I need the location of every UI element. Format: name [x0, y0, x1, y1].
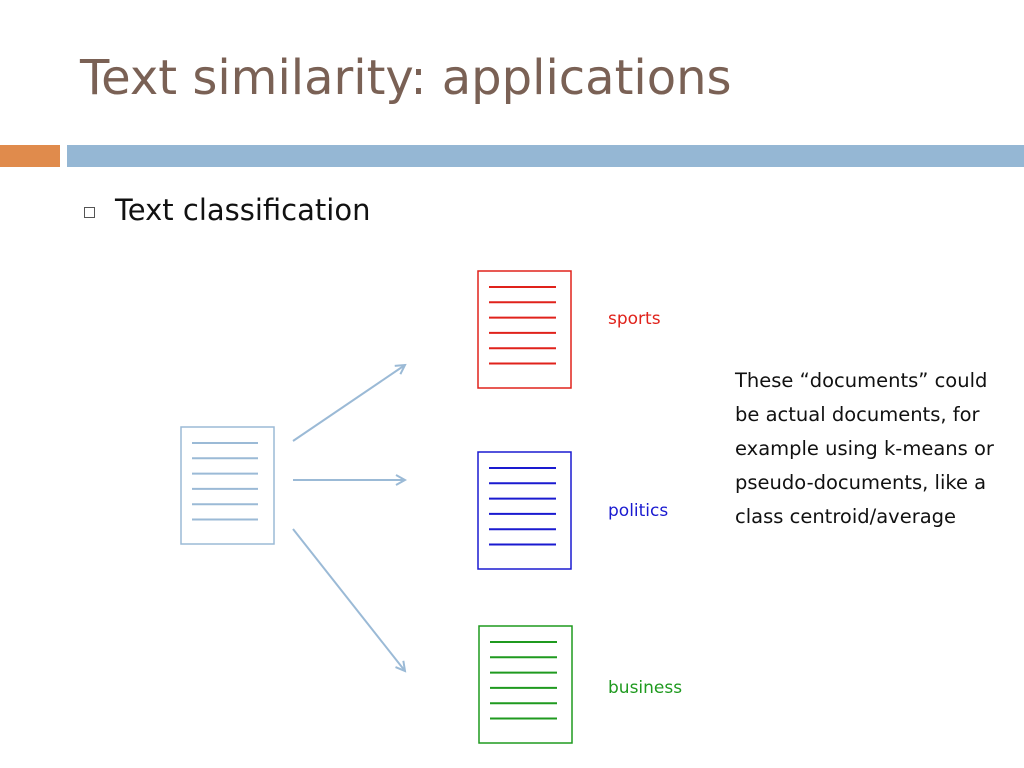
arrow-to-business	[292, 528, 405, 671]
header-bar	[67, 145, 1024, 167]
label-politics: politics	[608, 501, 669, 521]
business-document-icon	[478, 625, 573, 744]
slide-title: Text similarity: applications	[80, 50, 732, 106]
arrow-to-sports	[292, 365, 405, 442]
politics-document-icon	[477, 451, 572, 570]
bullet-text: Text classification	[115, 193, 371, 227]
label-business: business	[608, 678, 683, 698]
accent-bar	[0, 145, 60, 167]
sports-document-icon	[477, 270, 572, 389]
bullet-item: Text classification	[84, 193, 370, 227]
label-sports: sports	[608, 309, 661, 329]
explanation-note: These “documents” could be actual docume…	[735, 369, 994, 528]
input-document-icon	[180, 426, 275, 545]
square-bullet-icon	[84, 206, 95, 218]
